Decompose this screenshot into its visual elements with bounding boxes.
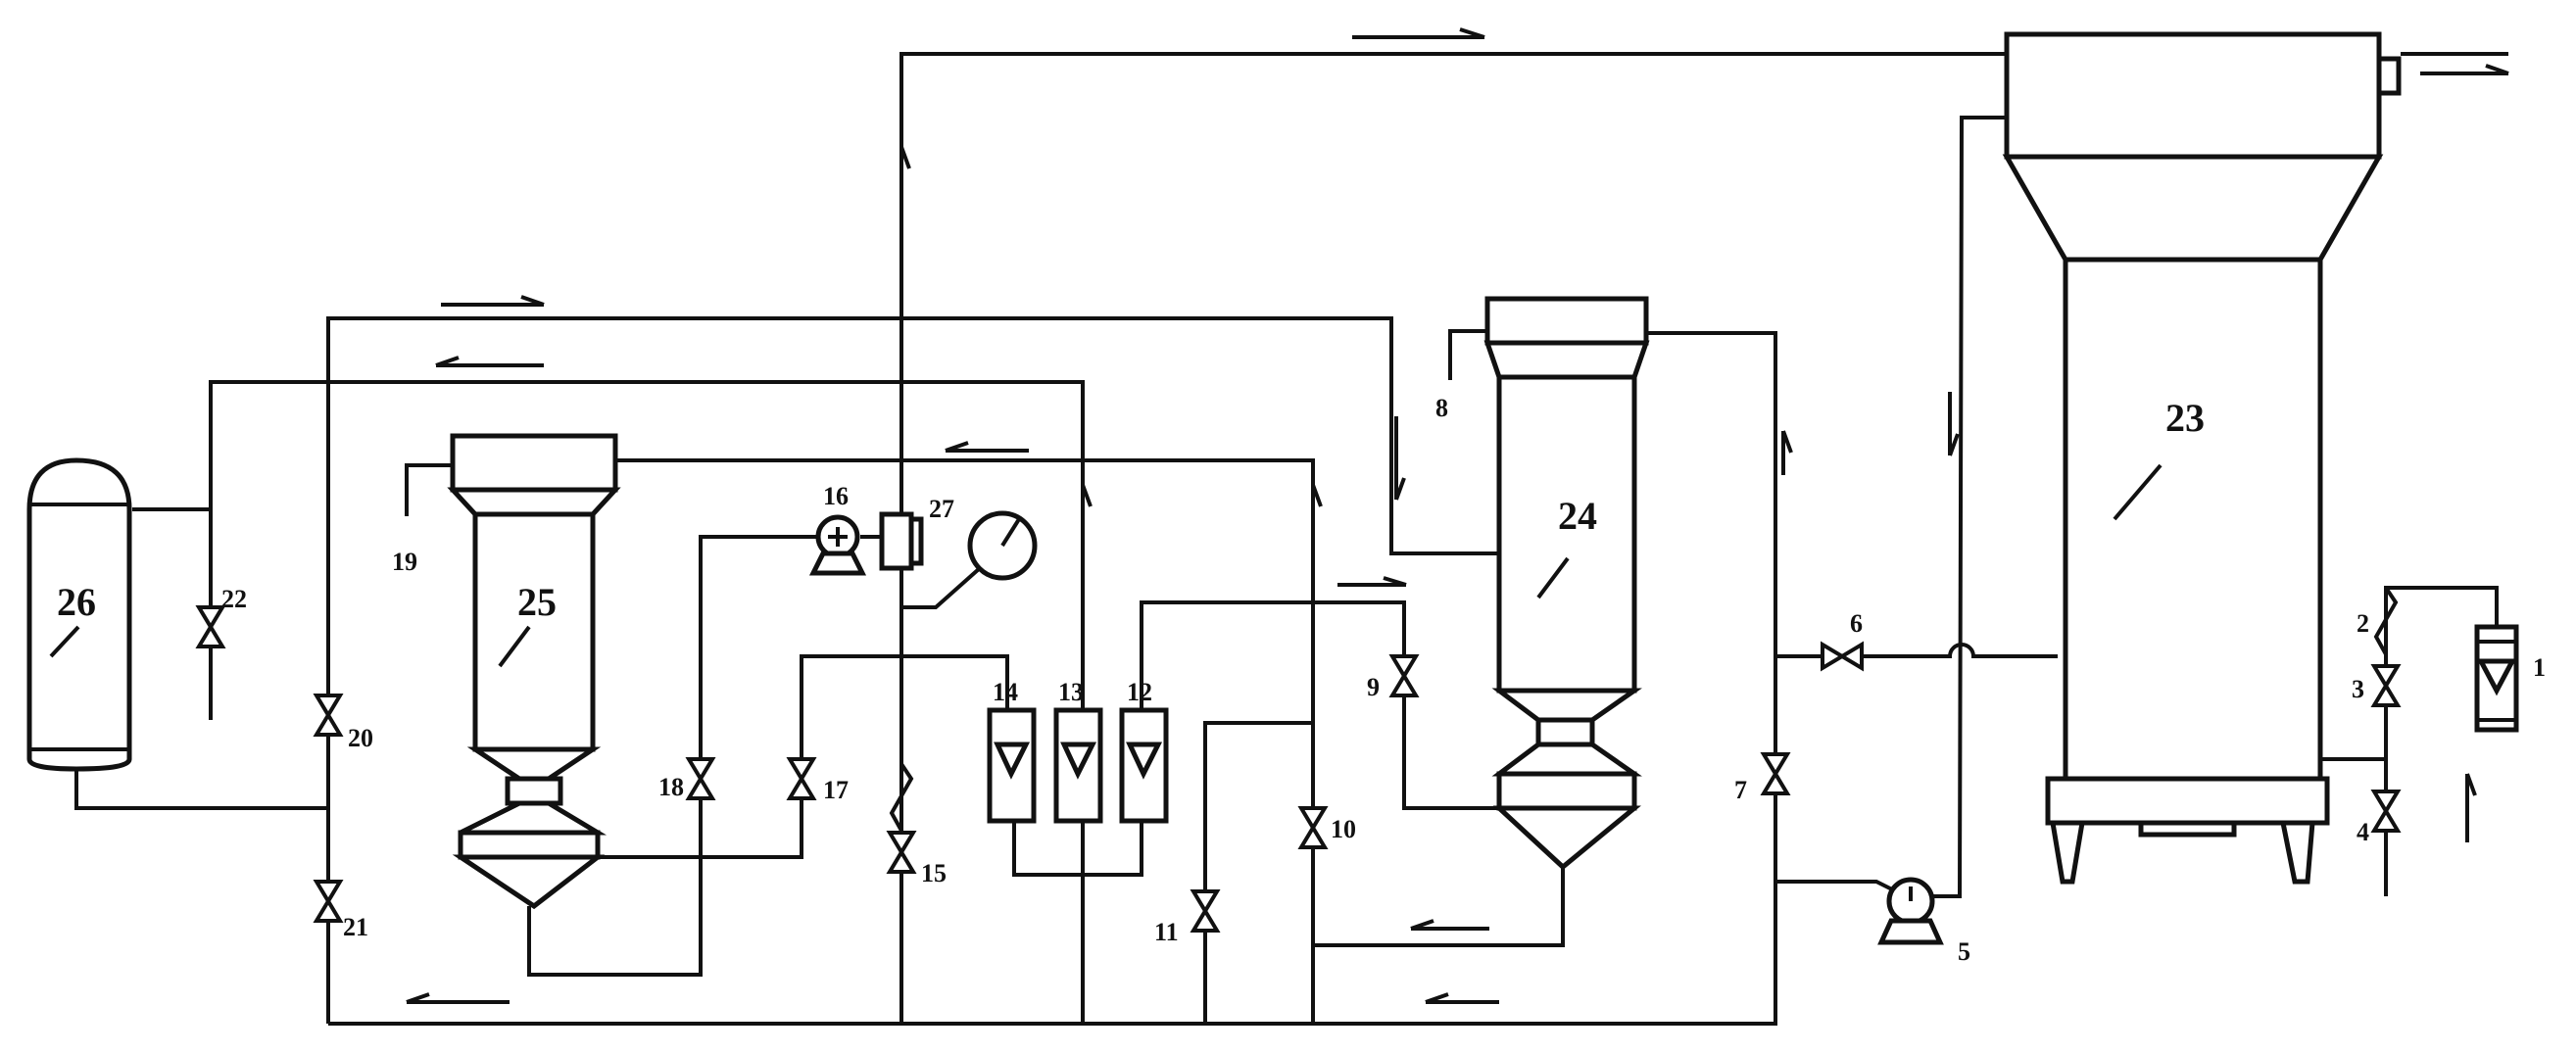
- valve-10-icon: [1297, 806, 1329, 849]
- label-25: 25: [517, 580, 557, 624]
- pipe-27-to-gauge: [901, 566, 982, 609]
- flow-arrow-icon: [1352, 27, 1485, 39]
- pipe-8-stub: [1448, 329, 1487, 380]
- valve-6-icon: [1821, 641, 1864, 672]
- pipe-6-line: [1775, 643, 2058, 658]
- pipe-26-to-13: [132, 380, 1085, 1024]
- check-valve-15-icon: [889, 762, 914, 832]
- label-18: 18: [658, 773, 684, 801]
- label-16: 16: [823, 482, 849, 510]
- check-valves: [889, 586, 2399, 832]
- label-17: 17: [823, 776, 849, 804]
- flow-arrow-icon: [1781, 430, 1793, 475]
- flow-arrow-icon: [1425, 992, 1499, 1004]
- reactor-24: [1483, 296, 1650, 871]
- pipe-24-top-to-7: [1646, 331, 1777, 896]
- tank-26: [26, 457, 132, 772]
- flow-arrow-icon: [1311, 484, 1323, 553]
- label-2: 2: [2357, 609, 2369, 638]
- valve-11-icon: [1190, 889, 1221, 933]
- pipe-24-bottom-to-10: [1313, 867, 1565, 947]
- label-5: 5: [1958, 937, 1970, 966]
- flowmeter-1: [2474, 624, 2519, 733]
- pipe-7-to-pump5: [1775, 880, 1897, 893]
- tank-23: [2002, 31, 2402, 885]
- flow-arrow-icon: [1337, 576, 1407, 587]
- valve-21-icon: [313, 880, 344, 923]
- labels: 1 2 3 4 5 6 7 8 9 10 11 12 13 14 15 16 1…: [57, 394, 2546, 966]
- flow-arrow-icon: [441, 295, 545, 307]
- pipe-12-to-9: [1140, 600, 1499, 810]
- pipe-pump5-to-23: [1930, 116, 2007, 898]
- label-6: 6: [1850, 609, 1863, 638]
- label-27: 27: [929, 495, 954, 523]
- label-9: 9: [1367, 673, 1380, 701]
- reactor-25: [447, 433, 621, 910]
- label-23: 23: [2165, 396, 2205, 440]
- valve-22-icon: [195, 605, 226, 648]
- flow-arrow-icon: [1081, 484, 1093, 529]
- label-8: 8: [1435, 394, 1448, 422]
- pipe-20-to-24: [326, 316, 1499, 1024]
- label-11: 11: [1154, 918, 1179, 946]
- valve-3-icon: [2370, 664, 2402, 707]
- pump-16: [808, 514, 867, 576]
- flow-arrow-icon: [406, 992, 510, 1004]
- pump-5: [1877, 877, 1944, 945]
- pipe-top-return: [899, 52, 2026, 1024]
- valve-18-icon: [685, 757, 716, 800]
- label-21: 21: [343, 913, 368, 941]
- label-12: 12: [1127, 678, 1152, 706]
- piping: [74, 52, 2508, 1026]
- label-1: 1: [2533, 653, 2546, 682]
- device-27: [879, 510, 1038, 581]
- valve-17-icon: [786, 757, 817, 800]
- valve-9-icon: [1388, 654, 1420, 697]
- flow-arrow-icon: [435, 356, 544, 367]
- pipe-18-line: [527, 535, 818, 977]
- flow-arrow-icon: [2420, 64, 2509, 75]
- pipe-26-bottom: [74, 764, 328, 810]
- pipe-bottom-header: [328, 896, 1777, 1026]
- flow-arrow-icon: [1394, 416, 1406, 501]
- valve-20-icon: [313, 694, 344, 737]
- pipe-19-stub: [405, 463, 453, 516]
- label-24: 24: [1558, 494, 1597, 538]
- pipe-25-top: [615, 458, 1315, 1024]
- flowmeters: [987, 707, 1169, 824]
- label-22: 22: [221, 585, 247, 613]
- valves: [195, 605, 2402, 933]
- pipe-11-line: [1203, 721, 1313, 1024]
- flow-arrow-icon: [899, 146, 911, 206]
- flow-arrow-icon: [945, 441, 1029, 453]
- flow-arrow-icon: [2465, 773, 2477, 842]
- valve-4-icon: [2370, 790, 2402, 833]
- valve-15-icon: [886, 831, 917, 874]
- pipe-flowmeter-join: [1012, 821, 1143, 877]
- flow-arrow-icon: [1948, 392, 1960, 456]
- label-26: 26: [57, 580, 96, 624]
- flow-arrows: [406, 27, 2509, 1004]
- label-20: 20: [348, 724, 373, 752]
- label-13: 13: [1058, 678, 1084, 706]
- label-14: 14: [993, 678, 1018, 706]
- label-10: 10: [1331, 815, 1356, 843]
- label-4: 4: [2357, 818, 2369, 846]
- pipe-17-line: [588, 654, 1009, 859]
- label-3: 3: [2352, 675, 2364, 703]
- valve-7-icon: [1760, 752, 1791, 795]
- check-valve-2-icon: [2373, 586, 2399, 655]
- label-7: 7: [1734, 776, 1747, 804]
- flow-arrow-icon: [1410, 919, 1489, 931]
- label-15: 15: [921, 859, 947, 887]
- label-19: 19: [392, 548, 417, 576]
